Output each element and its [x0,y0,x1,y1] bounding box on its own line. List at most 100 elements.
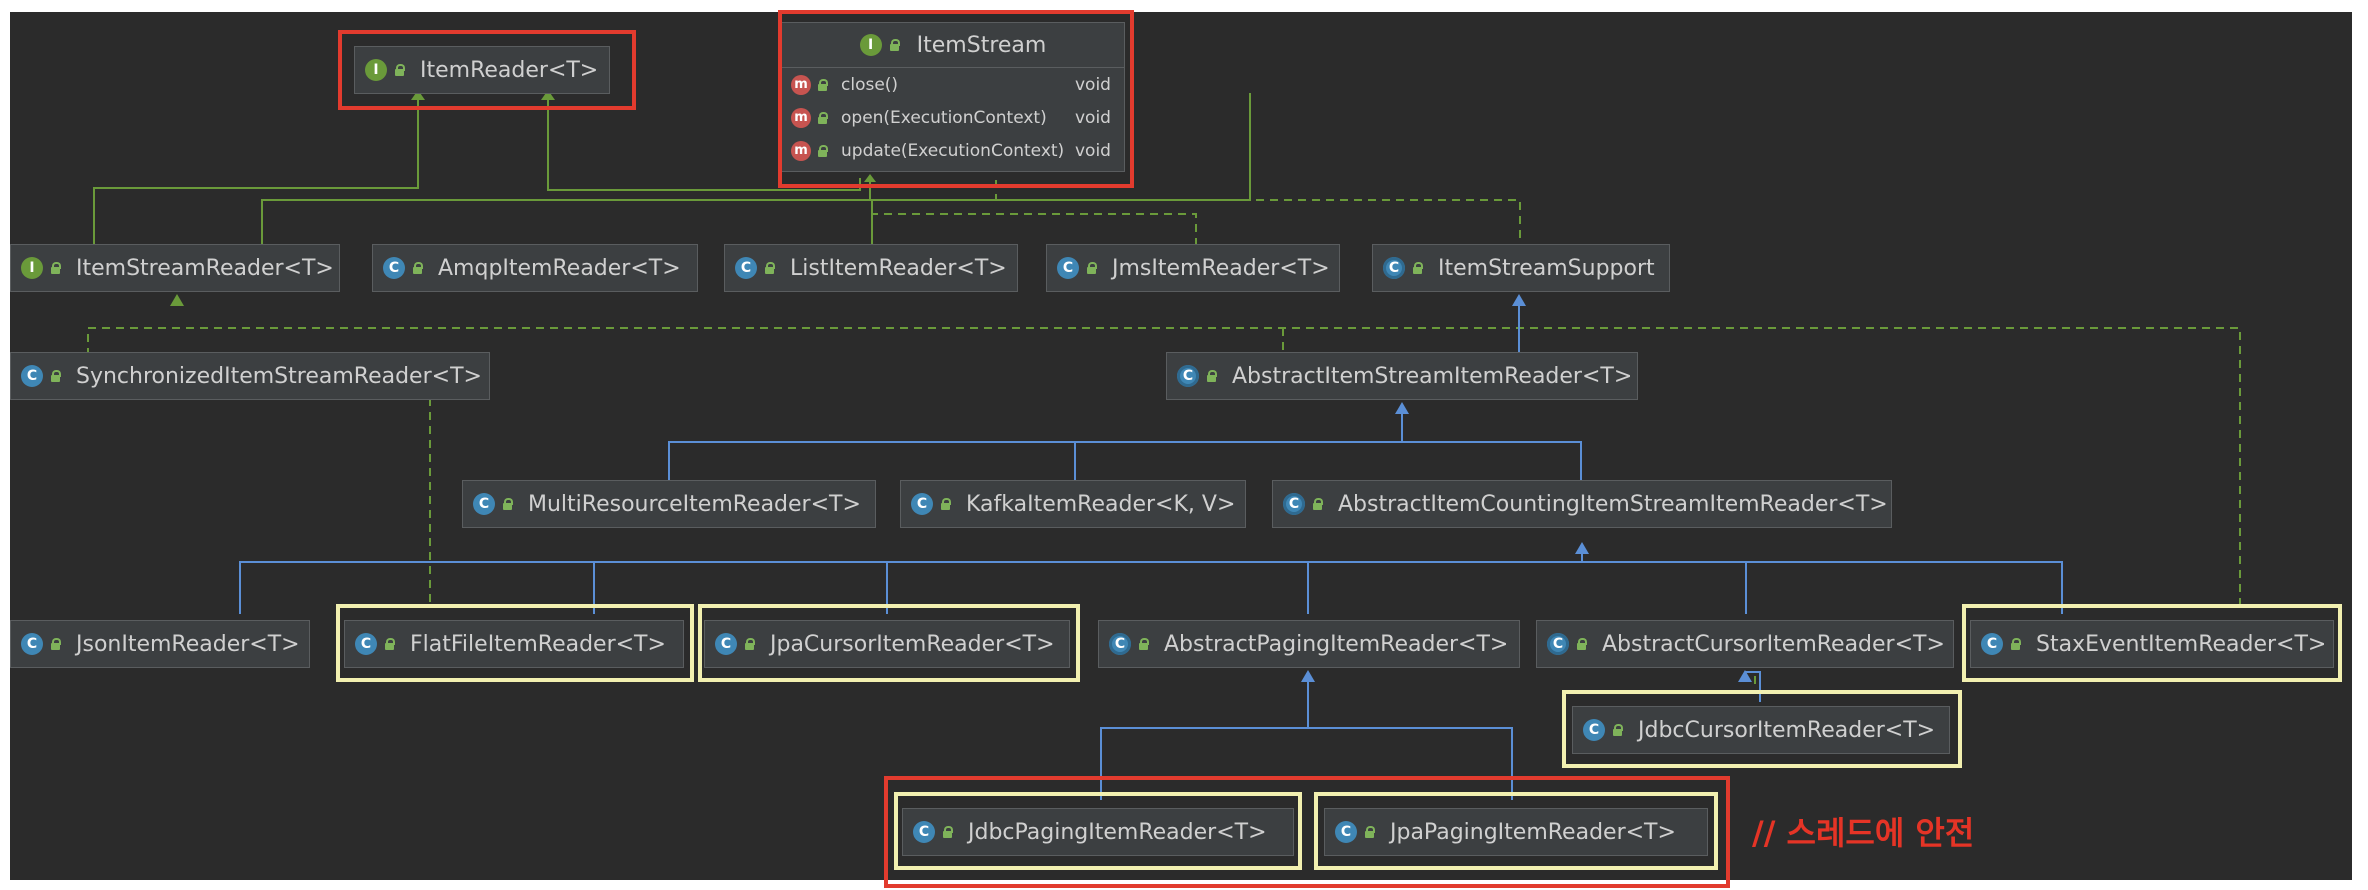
node-item-stream-reader[interactable]: I ItemStreamReader<T> [10,244,340,292]
realization-arrows [170,90,876,306]
method-return: void [1075,140,1111,161]
node-abstract-cursor-item-reader[interactable]: C AbstractCursorItemReader<T> [1536,620,1954,668]
node-abstract-paging-item-reader[interactable]: C AbstractPagingItemReader<T> [1098,620,1520,668]
method-return: void [1075,107,1111,128]
highlight-jpa-paging [1314,792,1718,870]
inheritance-arrows [1301,294,1752,682]
node-label: AbstractItemStreamItemReader<T> [1232,363,1633,389]
class-icon: C [1335,821,1357,843]
method-return: void [1075,74,1111,95]
highlight-jdbc-paging [894,792,1302,870]
method-open[interactable]: m open(ExecutionContext) void [782,101,1124,134]
dashed-realization-edges [87,180,2241,690]
node-label: ItemStream [916,32,1047,58]
arrow-itemreader-left [411,90,425,100]
edge-children-absstream [668,441,1582,486]
lock-icon [411,262,424,274]
edge-itemstreamreader-itemreader [93,93,419,246]
class-icon: C [735,257,757,279]
node-label: MultiResourceItemReader<T> [528,491,861,517]
node-label: JpaPagingItemReader<T> [1390,819,1676,845]
node-synchronized-item-stream-reader[interactable]: C SynchronizedItemStreamReader<T> [10,352,490,400]
node-label: AbstractPagingItemReader<T> [1164,631,1509,657]
node-label: JpaCursorItemReader<T> [770,631,1055,657]
lock-icon [1575,638,1588,650]
class-icon: C [21,365,43,387]
highlight-thread-safe-group [884,776,1730,888]
lock-icon [816,111,829,124]
lock-icon [2009,638,2022,650]
node-label: JsonItemReader<T> [76,631,300,657]
arrow-itemstreamreader [170,294,184,306]
edge-support-itemstream [995,180,1521,246]
node-item-stream-support[interactable]: C ItemStreamSupport [1372,244,1670,292]
arrow-counting [1575,542,1589,554]
node-amqp-item-reader[interactable]: C AmqpItemReader<T> [372,244,698,292]
node-jpa-paging-item-reader[interactable]: C JpaPagingItemReader<T> [1324,808,1708,856]
lock-icon [743,638,756,650]
method-name: close() [841,74,899,95]
highlight-jdbc-cursor [1562,690,1962,768]
lock-icon [816,78,829,91]
node-jpa-cursor-item-reader[interactable]: C JpaCursorItemReader<T> [704,620,1070,668]
node-jdbc-cursor-item-reader[interactable]: C JdbcCursorItemReader<T> [1572,706,1950,754]
class-icon: C [1057,257,1079,279]
node-multi-resource-item-reader[interactable]: C MultiResourceItemReader<T> [462,480,876,528]
lock-icon [49,638,62,650]
node-label: FlatFileItemReader<T> [410,631,666,657]
lock-icon [383,638,396,650]
highlight-flat-file [336,604,694,682]
lock-icon [1611,724,1624,736]
node-label: ItemReader<T> [420,57,599,83]
class-icon: C [1981,633,2003,655]
class-icon: C [715,633,737,655]
class-icon: C [355,633,377,655]
inheritance-edges [239,296,2063,800]
node-flat-file-item-reader[interactable]: C FlatFileItemReader<T> [344,620,684,668]
node-label: ItemStreamSupport [1438,255,1655,281]
method-update[interactable]: m update(ExecutionContext) void [782,134,1124,167]
lock-icon [501,498,514,510]
method-icon: m [791,107,811,128]
abstract-class-icon: C [1177,365,1199,387]
class-icon: C [473,493,495,515]
node-label: ItemStreamReader<T> [76,255,334,281]
node-label: SynchronizedItemStreamReader<T> [76,363,482,389]
arrow-cursor [1738,670,1752,682]
thread-safe-annotation: // 스레드에 안전 [1752,814,1975,852]
highlight-jpa-cursor [698,604,1080,682]
node-label: JmsItemReader<T> [1112,255,1330,281]
class-icon: C [383,257,405,279]
node-label: JdbcCursorItemReader<T> [1638,717,1936,743]
item-stream-header: I ItemStream [782,23,1124,68]
highlight-stax-event [1962,604,2342,682]
arrow-absstream [1395,402,1409,414]
class-icon: C [21,633,43,655]
node-label: AmqpItemReader<T> [438,255,681,281]
abstract-class-icon: C [1383,257,1405,279]
lock-icon [763,262,776,274]
node-label: ListItemReader<T> [790,255,1007,281]
lock-icon [1311,498,1324,510]
node-label: JdbcPagingItemReader<T> [968,819,1267,845]
node-abstract-item-stream-item-reader[interactable]: C AbstractItemStreamItemReader<T> [1166,352,1638,400]
abstract-class-icon: C [1109,633,1131,655]
lock-icon [816,144,829,157]
node-list-item-reader[interactable]: C ListItemReader<T> [724,244,1018,292]
method-close[interactable]: m close() void [782,68,1124,101]
node-abstract-item-counting-item-stream-item-reader[interactable]: C AbstractItemCountingItemStreamItemRead… [1272,480,1892,528]
node-json-item-reader[interactable]: C JsonItemReader<T> [10,620,310,668]
node-item-stream[interactable]: I ItemStream m close() void m open(Execu… [781,22,1125,172]
node-item-reader[interactable]: I ItemReader<T> [354,46,610,94]
interface-icon: I [365,59,387,81]
lock-icon [1085,262,1098,274]
class-icon: C [913,821,935,843]
node-kafka-item-reader[interactable]: C KafkaItemReader<K, V> [900,480,1246,528]
lock-icon [49,262,62,274]
node-jms-item-reader[interactable]: C JmsItemReader<T> [1046,244,1340,292]
arrow-itemstream [864,174,876,182]
lock-icon [1411,262,1424,274]
node-jdbc-paging-item-reader[interactable]: C JdbcPagingItemReader<T> [902,808,1294,856]
node-stax-event-item-reader[interactable]: C StaxEventItemReader<T> [1970,620,2334,668]
